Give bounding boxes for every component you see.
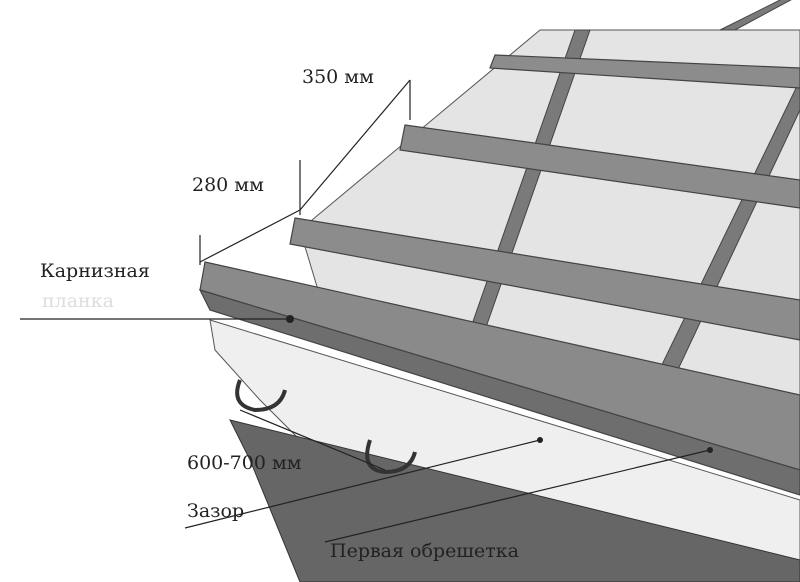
fascia bbox=[229, 419, 800, 582]
eave-strip-label-2: планка bbox=[42, 290, 114, 312]
eave-batten bbox=[199, 261, 800, 471]
batten-2 bbox=[289, 217, 800, 341]
batten-4 bbox=[489, 54, 800, 89]
dimension-350: 350 мм bbox=[302, 66, 374, 88]
first-batten-label: Первая обрешетка bbox=[330, 540, 519, 562]
dimension-600-700: 600-700 мм bbox=[187, 452, 302, 474]
gap-label: Зазор bbox=[187, 500, 245, 522]
batten-3 bbox=[399, 124, 800, 209]
eave-strip-label: Карнизная bbox=[40, 260, 150, 282]
gutter-hook-1 bbox=[235, 379, 287, 413]
eave-strip bbox=[198, 289, 800, 496]
battens bbox=[198, 54, 800, 496]
dimension-280: 280 мм bbox=[192, 174, 264, 196]
gutter-hook-2 bbox=[365, 439, 417, 475]
